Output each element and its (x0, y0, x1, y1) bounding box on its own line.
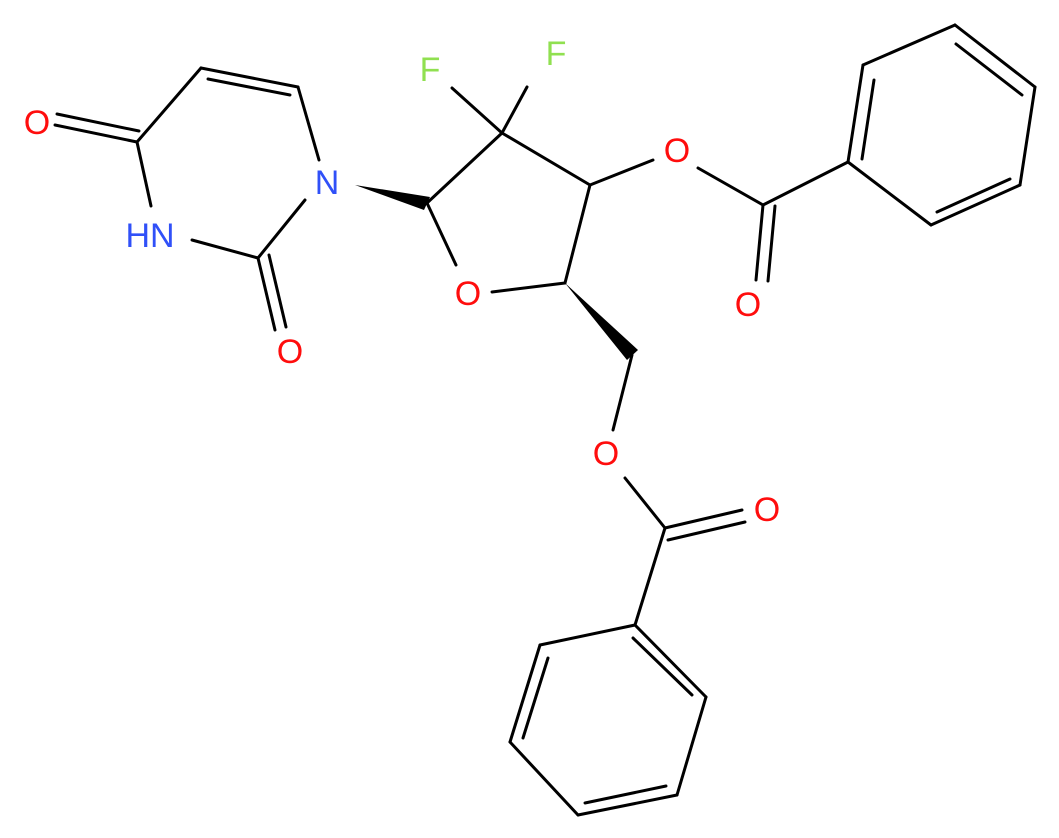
ring-inner-1 (521, 656, 550, 740)
bond-c-phenyl (633, 526, 667, 627)
bond-c-phenyl (761, 160, 850, 207)
bond-c4-o (490, 281, 567, 294)
atom-nh: HN (125, 217, 174, 255)
bond-n3-c4 (135, 140, 153, 208)
sugar-ring (425, 85, 655, 294)
bond-c6-n1 (296, 85, 321, 162)
atom-o-ester5: O (593, 435, 619, 473)
bond-c4-o4-double (55, 112, 141, 133)
bond-c2-o2 (256, 256, 277, 332)
bond-c5-o5 (611, 353, 634, 432)
bond-c2-c3 (500, 131, 592, 187)
ring-bond-3 (1018, 85, 1037, 187)
ring-bond-4 (576, 793, 679, 817)
ring-inner-3 (860, 78, 876, 161)
bond-c2-fb (500, 85, 529, 135)
atom-o-c4: O (24, 104, 50, 142)
ring-bond-5 (861, 23, 957, 67)
atom-o-carbonyl5: O (754, 491, 780, 529)
bond-o5-c (623, 476, 667, 530)
wedge-n1-c1prime (355, 185, 430, 210)
uracil-ring (53, 66, 321, 332)
ring-bond-3 (508, 740, 580, 817)
atom-o-ester3: O (664, 132, 690, 170)
ring-inner-2 (583, 784, 668, 805)
bond-c3-c4 (563, 183, 592, 285)
bond-c5-c6 (199, 66, 300, 89)
bond-c2-fa (450, 86, 504, 135)
bond-c4-o4 (53, 123, 139, 144)
benzoate-5prime (508, 353, 747, 817)
ring-inner-1 (935, 177, 1012, 214)
bond-c1-c2 (425, 131, 504, 205)
ring-bond-5 (675, 695, 708, 797)
bond-c5-c4 (135, 66, 203, 144)
bond-c3-o3 (588, 158, 655, 187)
ring-bond-2 (508, 643, 542, 744)
atom-labels: O HN O N F F O O O O O (24, 35, 780, 529)
atom-f-b: F (546, 35, 567, 73)
atom-o-c2: O (277, 333, 303, 371)
bond-o-c1 (425, 201, 458, 267)
ring-inner-2 (954, 42, 1024, 97)
atom-o-ring: O (455, 275, 481, 313)
bond-c-o-carbonyl-double (766, 204, 777, 283)
ring-bond-6 (633, 623, 708, 699)
ring-inner-3 (631, 636, 694, 697)
bond-c2-o2-double (267, 253, 288, 329)
atom-n1: N (315, 164, 340, 202)
bond-c5-c6-inner (206, 77, 292, 97)
bond-o3-c (696, 166, 765, 207)
ring-bond-1 (538, 623, 637, 647)
bond-c-o-carbonyl (663, 508, 744, 530)
ring-bond-2 (929, 183, 1022, 227)
bond-c2-n3 (190, 238, 260, 260)
atom-f-a: F (420, 51, 441, 89)
bond-c-o-carbonyl-double (666, 520, 747, 542)
atom-o-carbonyl3: O (735, 286, 761, 324)
ring-bond-4 (953, 23, 1037, 89)
benzoate-3prime (696, 23, 1037, 283)
ring-bond-6 (846, 63, 865, 164)
ring-bond-1 (846, 160, 933, 227)
bond-c-o-carbonyl (754, 203, 765, 282)
bond-n1-c2 (256, 198, 307, 260)
wedge-c4-c5prime (565, 283, 638, 360)
